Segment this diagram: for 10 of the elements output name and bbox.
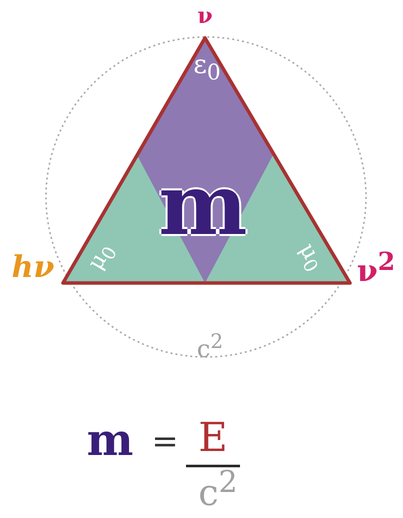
energy-symbol: E xyxy=(198,418,228,458)
mass-symbol: m xyxy=(158,163,248,247)
permittivity-symbol: ε$_{0}$ xyxy=(193,52,221,84)
energy-symbol: hν xyxy=(12,253,54,283)
equals-sign: = xyxy=(152,425,178,457)
mass-symbol: m xyxy=(86,419,134,463)
vertex-symbol: ν xyxy=(197,5,213,27)
light-speed-symbol: c$^{2}$ xyxy=(196,331,224,361)
velocity-symbol: ν$^{2}$ xyxy=(356,249,396,287)
light-speed-symbol: c$^{2}$ xyxy=(198,468,238,512)
